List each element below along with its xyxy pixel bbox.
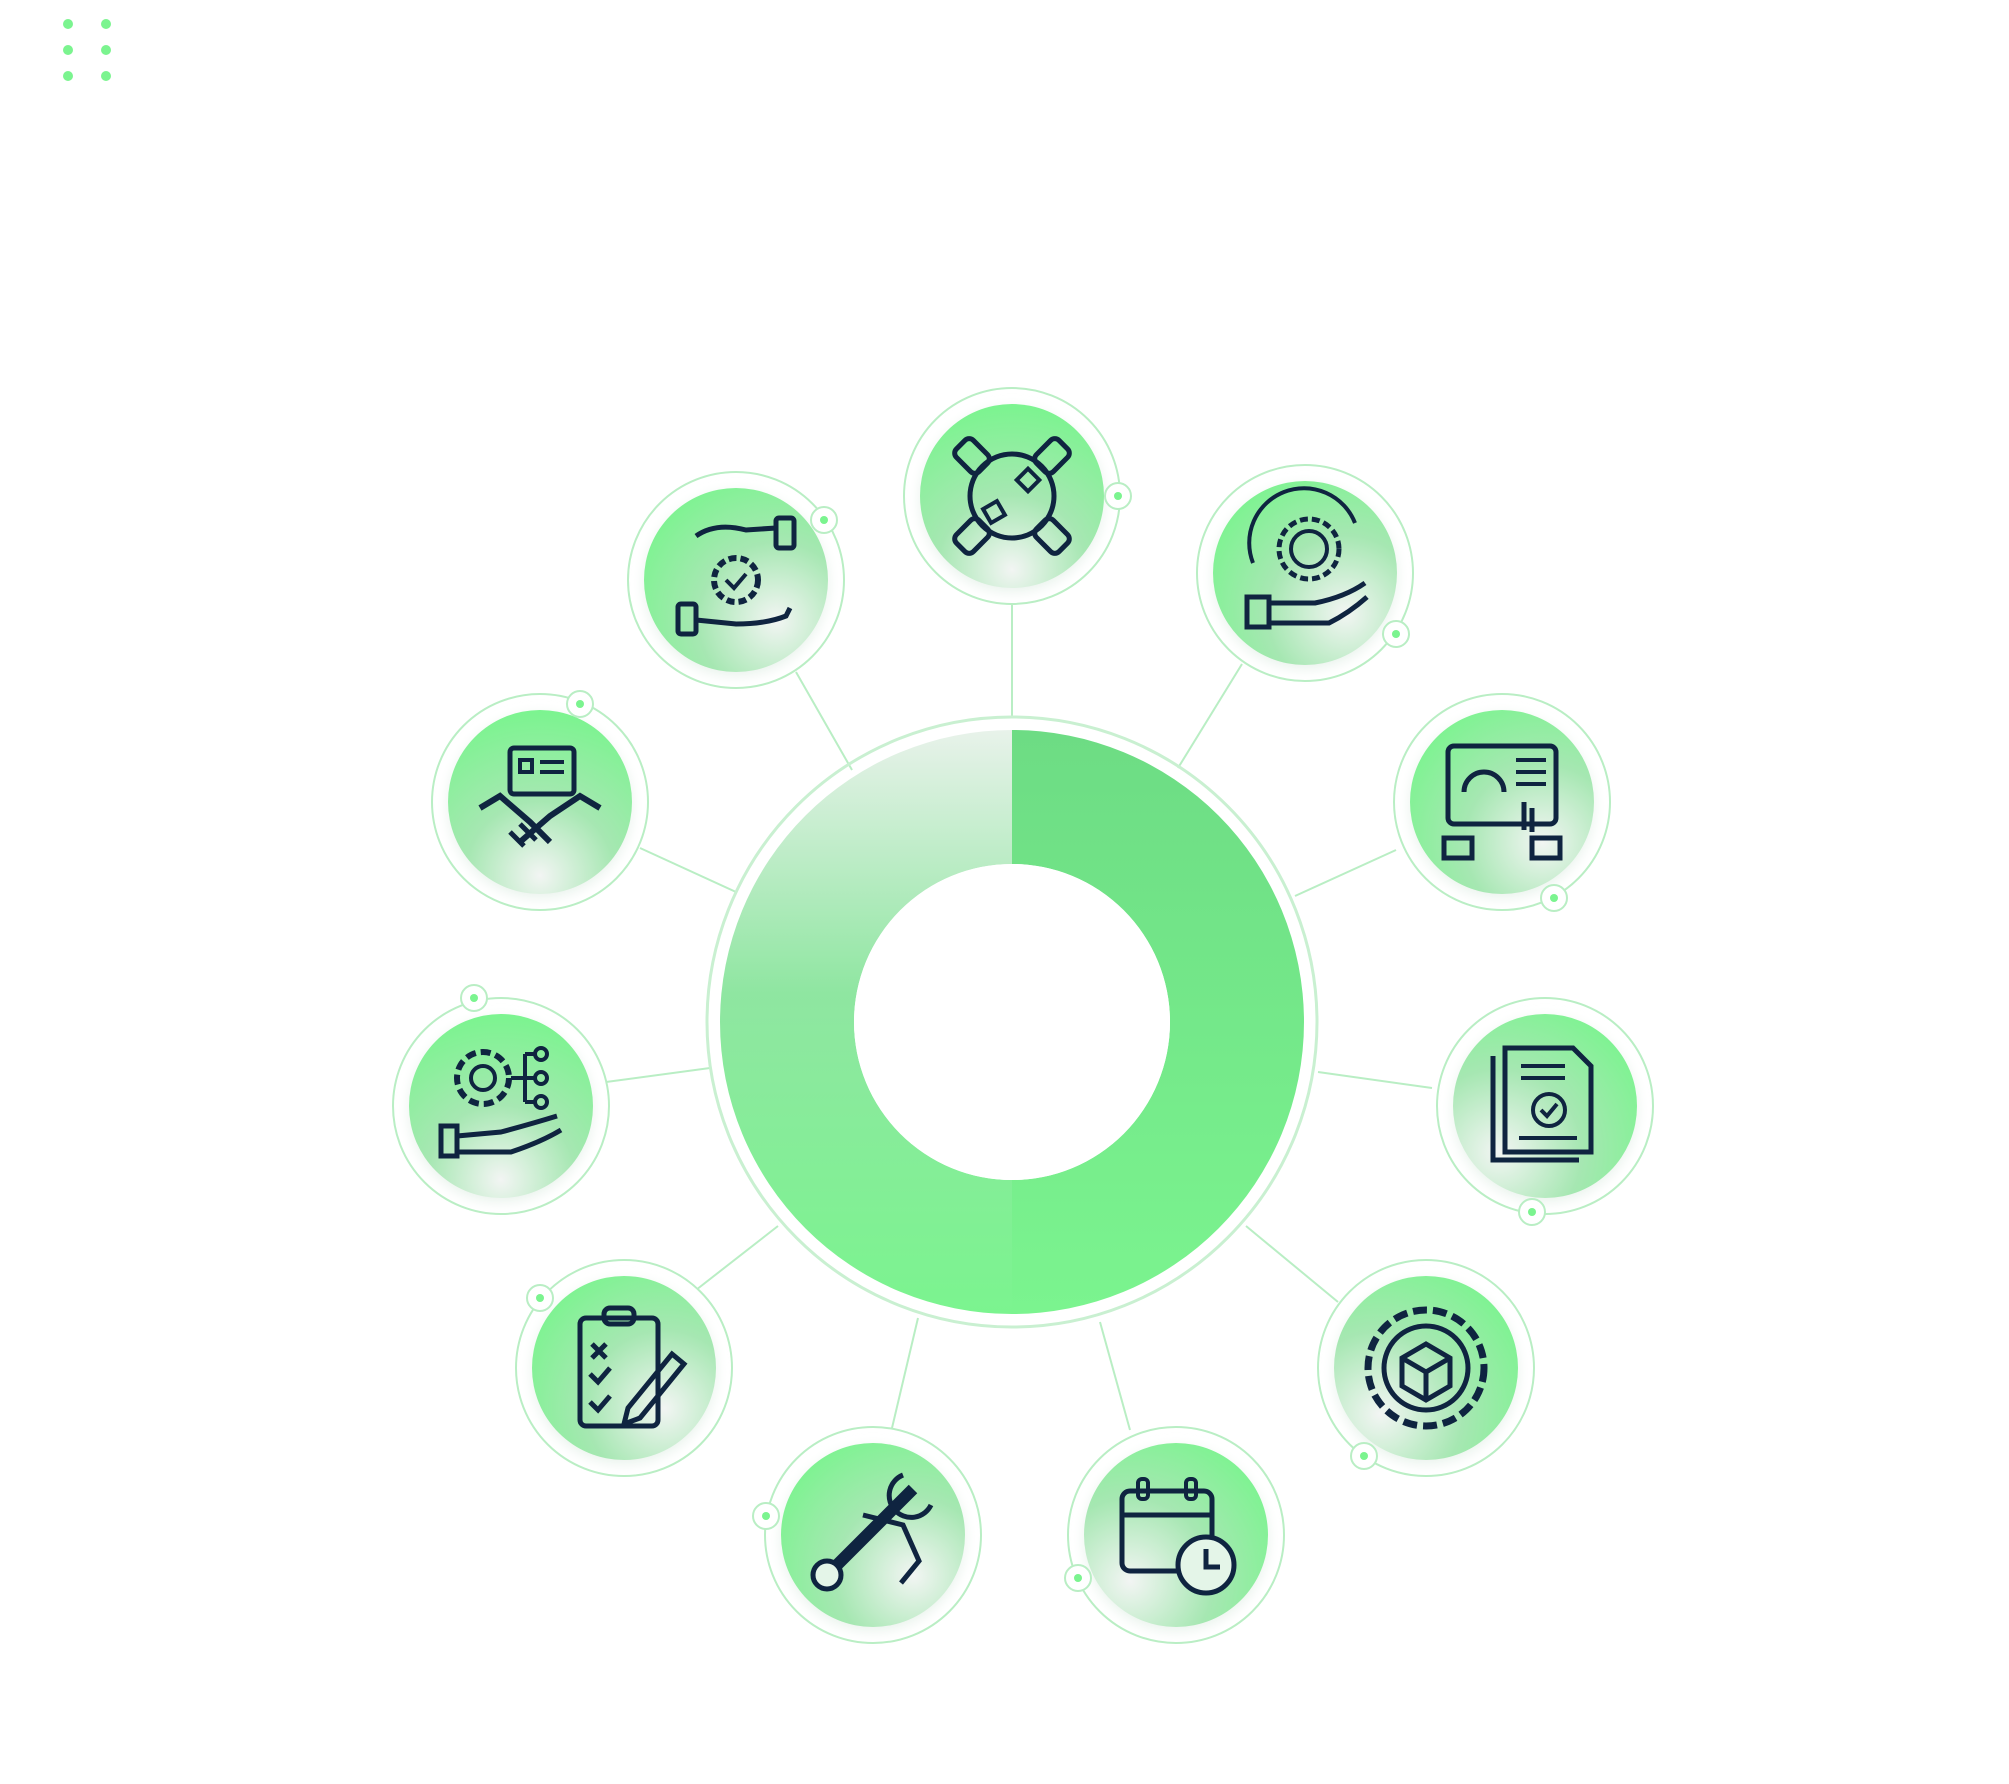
node-dashboard[interactable] bbox=[1393, 693, 1611, 912]
tablet-dashboard-hands-icon bbox=[1441, 743, 1563, 861]
node-schedule[interactable] bbox=[1064, 1426, 1285, 1644]
node-investment-disc bbox=[1213, 481, 1397, 665]
node-maintenance-anchor-dot bbox=[752, 1502, 780, 1530]
node-group bbox=[392, 387, 1654, 1644]
node-investment[interactable] bbox=[1196, 464, 1414, 682]
node-dashboard-disc bbox=[1410, 710, 1594, 894]
node-schedule-disc bbox=[1084, 1443, 1268, 1627]
node-service-disc bbox=[644, 488, 828, 672]
node-agreement-anchor-dot bbox=[566, 690, 594, 718]
node-documents-anchor-dot bbox=[1518, 1198, 1546, 1226]
node-collaboration-anchor-dot bbox=[1104, 482, 1132, 510]
clipboard-checklist-icon bbox=[577, 1305, 688, 1429]
node-documents[interactable] bbox=[1436, 997, 1654, 1226]
node-collaboration[interactable] bbox=[903, 387, 1132, 605]
node-service[interactable] bbox=[627, 471, 845, 689]
node-service-anchor-dot bbox=[810, 506, 838, 534]
node-collaboration-disc bbox=[920, 404, 1104, 588]
node-documents-disc bbox=[1453, 1014, 1637, 1198]
node-maintenance[interactable] bbox=[752, 1426, 982, 1644]
node-process-anchor-dot bbox=[460, 984, 488, 1012]
approved-documents-icon bbox=[1490, 1045, 1594, 1163]
node-product-disc bbox=[1334, 1276, 1518, 1460]
gear-box-icon bbox=[1364, 1306, 1488, 1430]
grid-dots-icon[interactable] bbox=[63, 19, 111, 81]
node-checklist-disc bbox=[532, 1276, 716, 1460]
node-product[interactable] bbox=[1317, 1259, 1535, 1477]
hands-gear-exchange-icon bbox=[675, 515, 797, 637]
node-dashboard-anchor-dot bbox=[1540, 884, 1568, 912]
node-checklist-anchor-dot bbox=[526, 1284, 554, 1312]
calendar-clock-icon bbox=[1119, 1477, 1237, 1596]
people-collaboration-icon bbox=[952, 436, 1072, 556]
hub-ring bbox=[705, 715, 1319, 1329]
connectors bbox=[605, 600, 1433, 1431]
node-schedule-anchor-dot bbox=[1064, 1564, 1092, 1592]
handshake-contract-icon bbox=[478, 745, 602, 848]
node-investment-anchor-dot bbox=[1382, 620, 1410, 648]
node-process-disc bbox=[409, 1014, 593, 1198]
node-checklist[interactable] bbox=[515, 1259, 733, 1477]
wrench-hand-icon bbox=[810, 1472, 934, 1592]
node-product-anchor-dot bbox=[1350, 1442, 1378, 1470]
gear-hand-process-icon bbox=[438, 1046, 563, 1159]
node-process[interactable] bbox=[392, 984, 610, 1215]
node-agreement-disc bbox=[448, 710, 632, 894]
money-gear-hand-icon bbox=[1244, 486, 1369, 630]
hub-center bbox=[854, 864, 1170, 1180]
node-agreement[interactable] bbox=[431, 690, 649, 911]
